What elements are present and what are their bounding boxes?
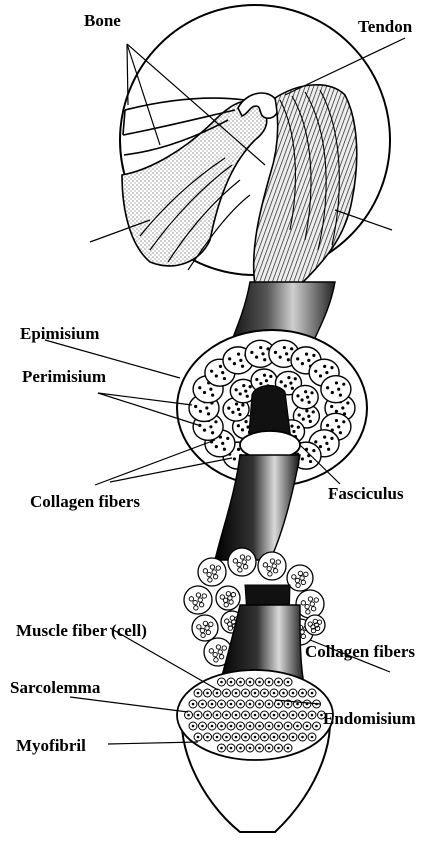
magnified-attachment-view	[120, 5, 390, 285]
label-bone: Bone	[84, 12, 121, 29]
label-endomisium: Endomisium	[323, 710, 416, 727]
label-collagen-fibers-lower: Collagen fibers	[305, 643, 415, 660]
muscle-fiber-cell	[228, 548, 256, 576]
label-sarcolemma: Sarcolemma	[10, 679, 100, 696]
label-epimisium: Epimisium	[20, 325, 99, 342]
muscle-fiber-cell	[198, 558, 226, 586]
fascicle-cell	[292, 385, 318, 408]
muscle-fiber-cross-section	[177, 670, 333, 832]
label-collagen-fibers-upper: Collagen fibers	[30, 493, 140, 510]
label-muscle-fiber: Muscle fiber (cell)	[16, 622, 147, 639]
muscle-fiber-cell	[258, 552, 286, 580]
label-fasciculus: Fasciculus	[328, 485, 404, 502]
muscle-fiber-cell	[305, 615, 325, 635]
label-perimisium: Perimisium	[22, 368, 106, 385]
fascicle-cell	[321, 376, 351, 403]
muscle-fiber-cell	[287, 565, 313, 591]
muscle-fiber-cell	[216, 586, 240, 610]
muscle-fiber-cell	[184, 586, 212, 614]
label-myofibril: Myofibril	[16, 737, 86, 754]
muscle-fiber-cell	[192, 615, 218, 641]
label-tendon: Tendon	[358, 18, 412, 35]
